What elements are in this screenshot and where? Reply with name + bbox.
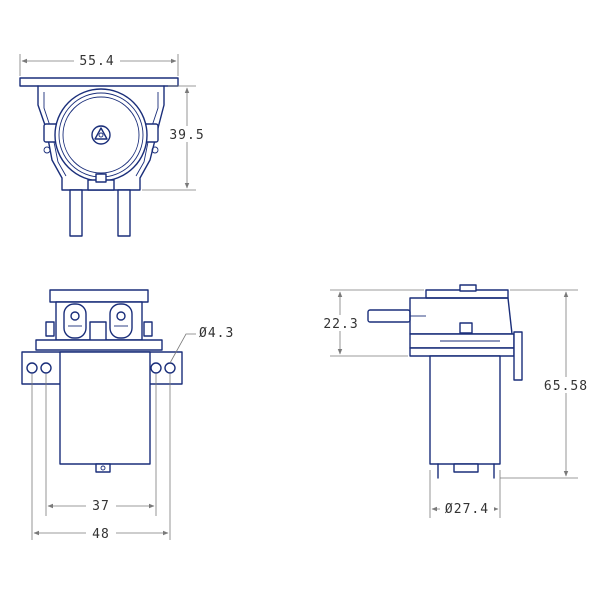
front-clip-left [63,303,87,339]
top-mounting-plate [19,77,179,87]
label-side-upper: 22.3 [323,317,358,332]
top-view: 55.4 39.5 [19,52,206,237]
side-motor [429,355,501,465]
label-front-inner: 37 [92,499,110,514]
front-terminal [95,463,111,473]
hole-left-1 [26,362,38,374]
side-view: 22.3 65.58 Ø27.4 [320,284,592,518]
label-top-height: 39.5 [169,128,204,143]
label-side-total: 65.58 [544,379,588,394]
side-tab [513,331,523,381]
rotor-hub [91,125,111,145]
hole-left-2 [40,362,52,374]
side-tube [367,309,411,323]
label-top-width: 55.4 [79,54,114,69]
front-motor [59,351,151,465]
label-side-motor: Ø27.4 [445,502,489,517]
front-head-top [49,289,149,303]
label-front-hole: Ø4.3 [199,326,234,341]
rotor-triangle [94,127,108,140]
front-flange [35,339,163,351]
front-clip-right [109,303,133,339]
hole-right-1 [150,362,162,374]
pump-head-outer [54,88,148,182]
top-tube-left [69,189,83,237]
top-tube-right [117,189,131,237]
front-view: Ø4.3 37 48 [21,289,234,542]
leader-hole [169,333,196,364]
label-front-outer: 48 [92,527,110,542]
